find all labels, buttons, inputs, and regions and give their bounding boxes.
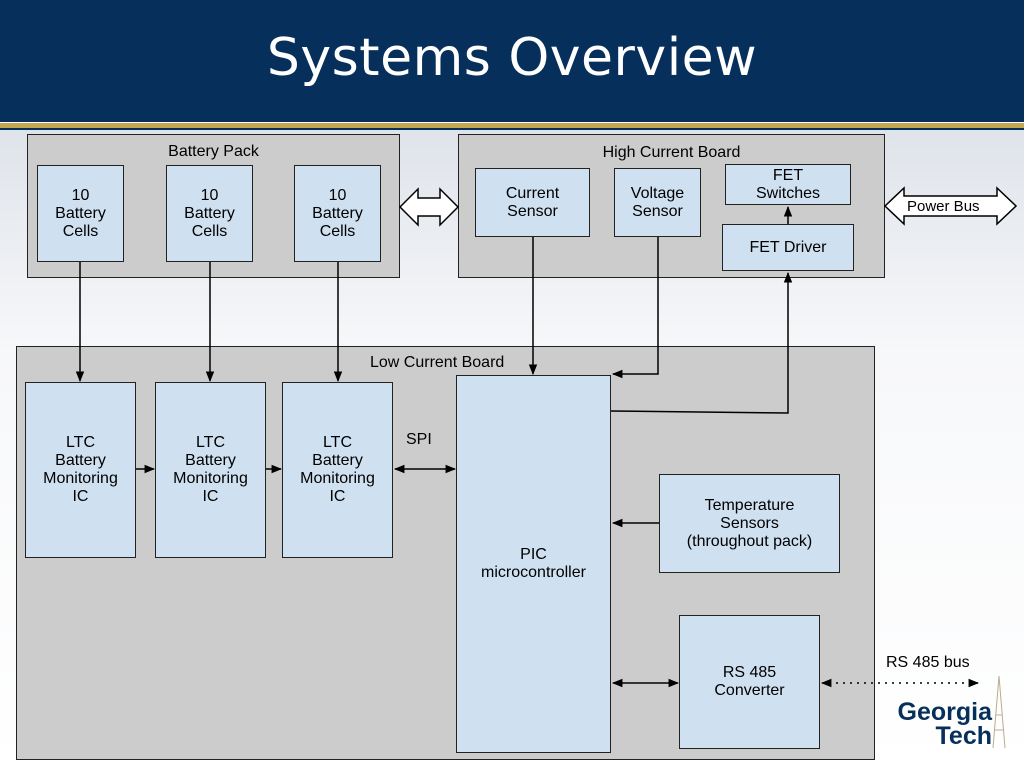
rs485-bus-label: RS 485 bus (886, 654, 970, 671)
power-bus-double-arrow (883, 186, 1018, 226)
tech-tower-logo-mark (992, 675, 1006, 749)
gold-divider (0, 123, 1024, 128)
pack-board-double-arrow (398, 187, 460, 227)
ltc-monitoring-ic-2: LTC Battery Monitoring IC (155, 382, 266, 558)
title-bar: Systems Overview (0, 0, 1024, 122)
battery-cells-block-1: 10 Battery Cells (37, 165, 124, 262)
high-current-board-label: High Current Board (602, 144, 741, 161)
pic-to-fet-driver-arrow (610, 271, 793, 414)
temperature-sensors-block: Temperature Sensors (throughout pack) (659, 474, 840, 573)
georgia-tech-logo: Georgia Tech (897, 698, 992, 750)
power-bus-label: Power Bus (907, 198, 980, 215)
ltc-monitoring-ic-1: LTC Battery Monitoring IC (25, 382, 136, 558)
battery-pack-label: Battery Pack (168, 143, 259, 160)
voltage-sensor-to-pic-arrow (611, 237, 659, 379)
voltage-sensor-block: Voltage Sensor (614, 168, 701, 237)
blue-divider (0, 128, 1024, 130)
low-current-board-label: Low Current Board (370, 354, 505, 371)
fet-switches-block: FET Switches (725, 164, 851, 205)
battery-cells-block-3: 10 Battery Cells (294, 165, 381, 262)
fet-driver-block: FET Driver (722, 224, 854, 271)
ltc-monitoring-ic-3: LTC Battery Monitoring IC (282, 382, 393, 558)
slide-title: Systems Overview (266, 28, 758, 88)
battery-cells-block-2: 10 Battery Cells (166, 165, 253, 262)
current-sensor-block: Current Sensor (475, 168, 590, 237)
pic-microcontroller-block: PIC microcontroller (456, 375, 611, 753)
rs485-converter-block: RS 485 Converter (679, 615, 820, 749)
spi-label: SPI (406, 431, 432, 448)
